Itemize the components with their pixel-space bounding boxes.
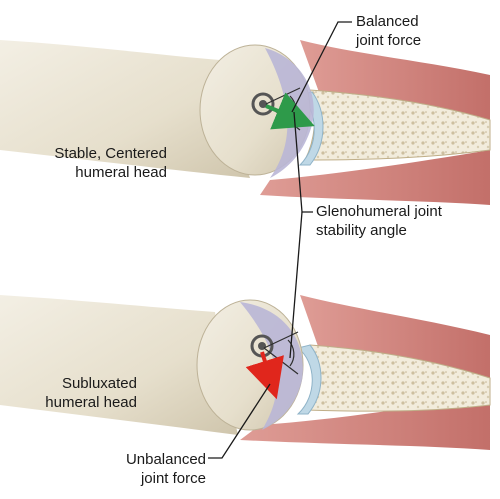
balanced-label-line2: joint force (356, 32, 422, 49)
unbalanced-force-label: Unbalanced joint force (126, 450, 206, 488)
leader-unbalanced (208, 383, 271, 459)
subluxated-joint-illustration (0, 295, 491, 450)
articular-cartilage-bottom (240, 302, 303, 430)
glenoid-labrum-bottom (296, 344, 322, 415)
subluxated-label-line2: humeral head (45, 394, 137, 411)
angle-label-line2: stability angle (316, 222, 407, 239)
angle-label-line1: Glenohumeral joint (316, 203, 442, 220)
scapula-top (304, 89, 491, 161)
leader-lines (208, 21, 352, 459)
humerus-shaft-top (0, 40, 250, 178)
humerus-shaft-bottom (0, 295, 238, 435)
leader-balanced (291, 21, 352, 113)
unbalanced-label-line2: joint force (140, 470, 206, 487)
stable-label-line2: humeral head (75, 164, 167, 181)
balanced-label-line1: Balanced (356, 13, 419, 30)
stable-label-line1: Stable, Centered (54, 145, 167, 162)
subluxated-head-label: Subluxated humeral head (45, 374, 137, 412)
leader-stability-angle-bottom (289, 211, 303, 359)
stability-angle-label: Glenohumeral joint stability angle (316, 202, 442, 240)
lower-muscle-top (260, 150, 490, 205)
stable-joint-illustration (0, 40, 491, 205)
subluxated-label-line1: Subluxated (61, 375, 137, 392)
unbalanced-force-arrow (245, 351, 284, 400)
unbalanced-label-line1: Unbalanced (125, 451, 206, 468)
stable-head-label: Stable, Centered humeral head (54, 144, 167, 182)
balanced-force-label: Balanced joint force (356, 12, 421, 50)
